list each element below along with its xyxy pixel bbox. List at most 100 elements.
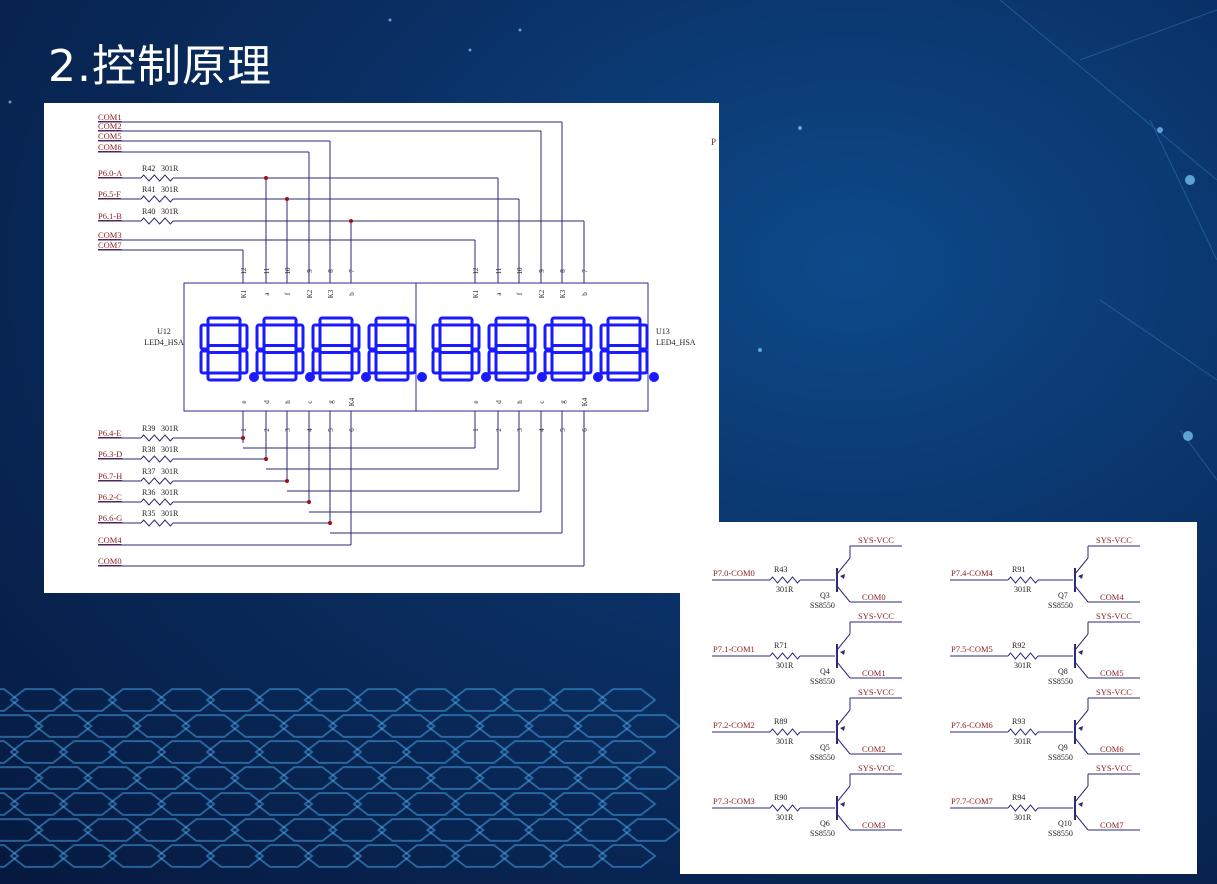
hex-cell	[205, 844, 265, 868]
com-label-COM6: COM6	[1100, 744, 1124, 754]
segment	[311, 349, 322, 375]
hex-cell	[401, 792, 461, 816]
hex-cell	[572, 766, 633, 790]
decimal-point	[649, 372, 659, 382]
hex-cell	[107, 740, 167, 764]
net-label-P6.3-D: P6.3-D	[98, 449, 122, 459]
vcc-label: SYS-VCC	[858, 763, 894, 773]
hex-cell	[9, 688, 69, 712]
hex-cell	[474, 766, 535, 790]
hex-cell	[597, 740, 657, 764]
junction-dot	[328, 521, 332, 525]
hex-cell	[597, 792, 657, 816]
hex-cell	[33, 714, 94, 738]
pin-name: c	[538, 400, 546, 403]
segment	[606, 344, 642, 354]
net-label-P7.0-COM0: P7.0-COM0	[713, 568, 755, 578]
pin-number: 2	[263, 428, 271, 432]
transistor-emitter	[836, 737, 851, 755]
transistor-part: SS8550	[1048, 601, 1073, 610]
transistor-part: SS8550	[810, 829, 835, 838]
display-ref: U12	[157, 327, 171, 336]
hex-cell	[9, 844, 69, 868]
display-part: LED4_HSA	[144, 338, 184, 347]
hex-cell	[352, 740, 412, 764]
net-label-P7.6-COM6: P7.6-COM6	[951, 720, 993, 730]
resistor	[140, 477, 174, 485]
pin-name: K3	[327, 289, 335, 298]
transistor-collector	[836, 557, 851, 575]
hex-cell	[548, 688, 608, 712]
hex-cell	[327, 818, 388, 842]
decimal-point	[481, 372, 491, 382]
pin-name: K2	[538, 289, 546, 298]
segment	[550, 371, 586, 382]
hex-cell	[0, 714, 45, 738]
hex-cell	[131, 766, 192, 790]
resistor-ref-R43: R43	[774, 565, 787, 574]
transistor-emitter	[1074, 661, 1089, 679]
junction-dot	[264, 176, 268, 180]
pin-number: 1	[472, 428, 480, 432]
display-ref: U13	[656, 327, 670, 336]
resistor	[1007, 652, 1039, 660]
seven-segment-digit	[311, 316, 371, 382]
hex-cell	[82, 714, 143, 738]
transistor-ref-Q5: Q5	[820, 743, 830, 752]
hex-cell	[327, 766, 388, 790]
segment	[262, 316, 298, 327]
seven-segment-digit	[599, 316, 659, 382]
resistor-ref-R91: R91	[1012, 565, 1025, 574]
resistor	[140, 519, 174, 527]
pin-name: c	[306, 400, 314, 403]
segment	[350, 349, 361, 375]
net-label-P6.1-B: P6.1-B	[98, 211, 122, 221]
hex-cell	[0, 818, 45, 842]
segment	[199, 349, 210, 375]
hex-cell	[376, 818, 437, 842]
pin-name: e	[472, 400, 480, 403]
resistor-ref-R36: R36	[142, 488, 155, 497]
transistor-ref-Q4: Q4	[820, 667, 830, 676]
resistor-value: 301R	[1014, 737, 1032, 746]
decimal-point	[417, 372, 427, 382]
pin-name: K4	[581, 397, 589, 406]
resistor-ref-R38: R38	[142, 445, 155, 454]
segment	[431, 349, 442, 375]
segment	[487, 323, 498, 351]
hex-cell	[229, 818, 290, 842]
segment	[550, 316, 586, 327]
pin-number: 4	[306, 428, 314, 432]
segment	[206, 344, 242, 354]
segment	[367, 349, 378, 375]
transistor-collector	[1074, 557, 1089, 575]
transistor-arrow	[1078, 650, 1083, 655]
segment	[606, 316, 642, 327]
segment	[550, 344, 586, 354]
resistor	[140, 498, 174, 506]
hex-cell	[0, 766, 45, 790]
pin-name: h	[284, 400, 292, 404]
transistor-arrow	[840, 726, 845, 731]
net-label-P6.5-F: P6.5-F	[98, 189, 121, 199]
resistor-ref-R39: R39	[142, 424, 155, 433]
resistor	[140, 455, 174, 463]
transistor-part: SS8550	[1048, 829, 1073, 838]
net-label-COM4: COM4	[98, 535, 122, 545]
pin-number: 10	[284, 267, 292, 275]
net-label-P6.6-G: P6.6-G	[98, 513, 122, 523]
resistor	[1007, 804, 1039, 812]
segment	[470, 349, 481, 375]
pin-number: 3	[516, 428, 524, 432]
net-label-COM1: COM1	[98, 112, 122, 122]
resistor-value: 301R	[161, 467, 179, 476]
transistor-collector	[836, 785, 851, 803]
seven-segment-digit	[255, 316, 315, 382]
hex-cell	[450, 792, 510, 816]
pin-number: 7	[581, 269, 589, 273]
transistor-ref-Q3: Q3	[820, 591, 830, 600]
hex-cell	[352, 844, 412, 868]
resistor-value: 301R	[1014, 585, 1032, 594]
segment	[638, 349, 649, 375]
segment	[255, 349, 266, 375]
